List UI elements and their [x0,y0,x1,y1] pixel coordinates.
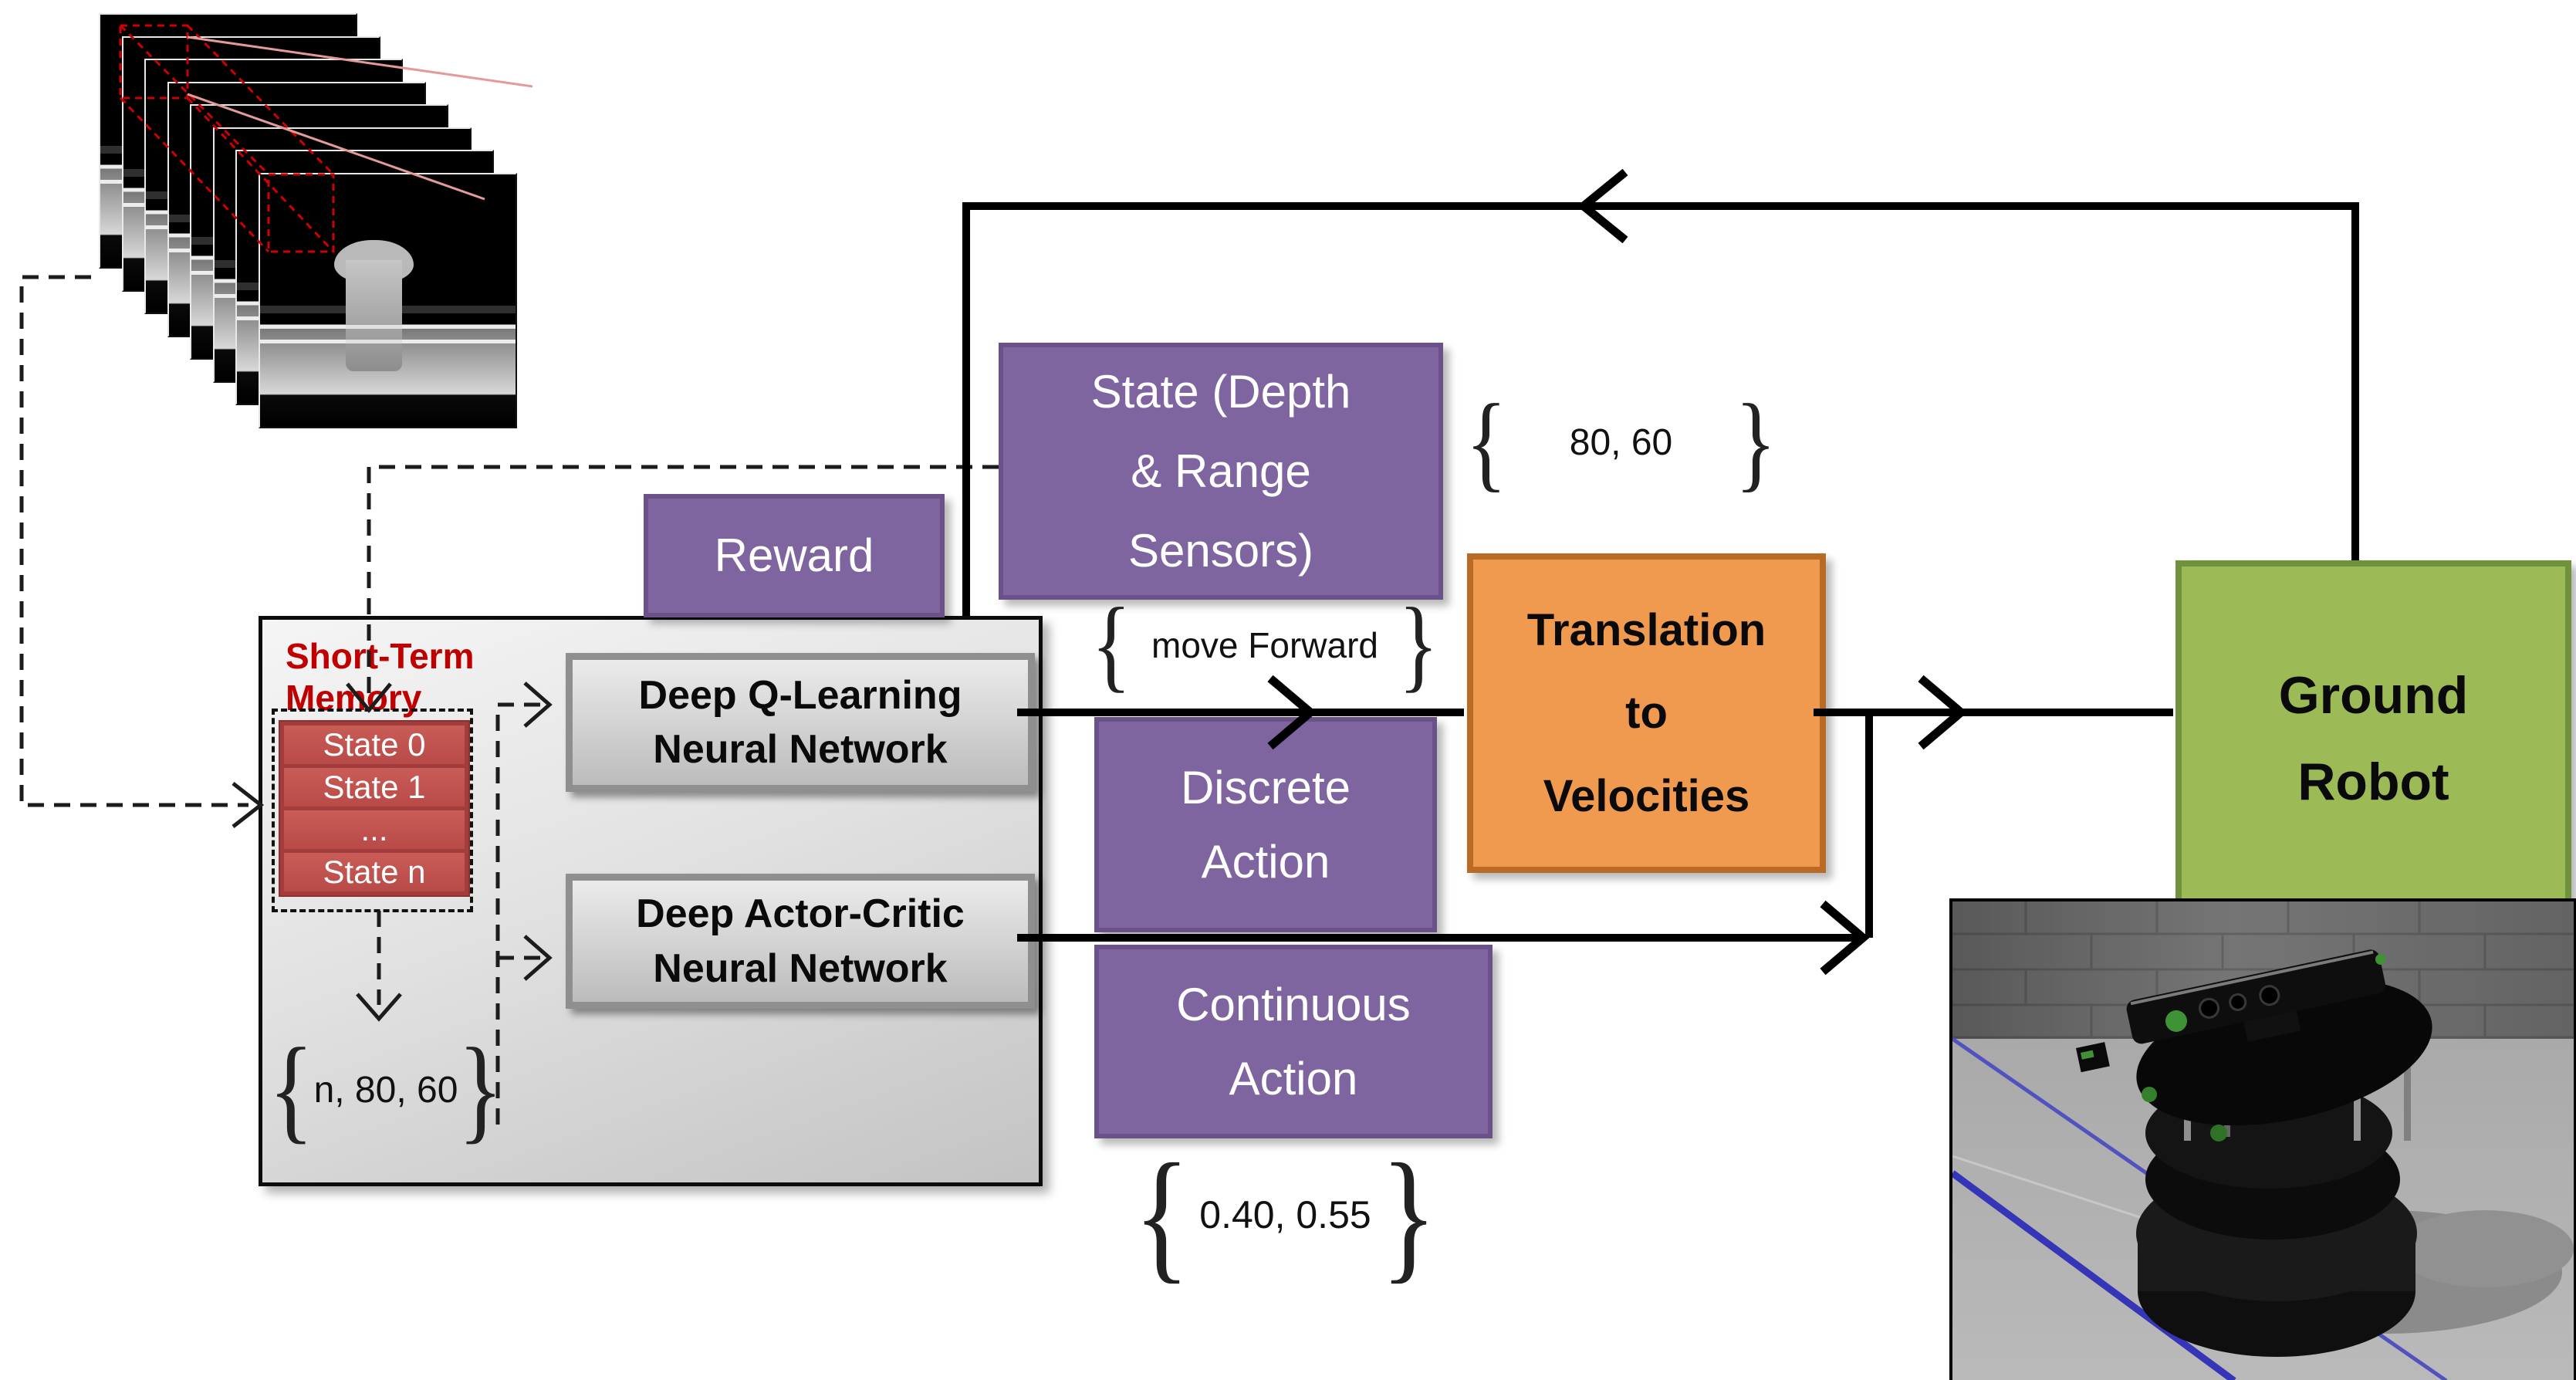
state-label-line3: Sensors) [1127,525,1314,577]
discrete-example-annotation: { move Forward } [1091,587,1438,702]
turtlebot [2076,949,2432,1357]
dashed-arrowhead [232,782,265,828]
state-cell: ... [284,810,465,849]
discrete-action-box: Discrete Action [1094,717,1437,932]
depth-scanline [260,324,516,329]
arrowhead-right [1918,675,1968,750]
arrowhead-left [1577,168,1628,244]
depth-frame-front [259,173,517,428]
state-label-line1: State (Depth [1090,365,1351,418]
curly-brace-open: { [269,1024,314,1155]
laser-ray [1952,1170,2236,1380]
depth-scanline [260,340,516,344]
kinect-sensor [2126,949,2385,1044]
continuous-label-line2: Action [1229,1052,1358,1104]
curly-brace-close: } [1398,587,1438,702]
agent-panel: Short-Term Memory State 0 State 1 ... St… [259,616,1043,1186]
continuous-label-line1: Continuous [1176,978,1411,1030]
ground-robot-line1: Ground [2278,665,2469,725]
memory-shape-annotation: { n, 80, 60 } [269,1024,503,1155]
state-cell: State n [284,853,465,891]
reward-label: Reward [714,529,874,581]
curly-brace-close: } [1381,1134,1437,1296]
curly-brace-close: } [1735,382,1776,502]
depth-object-body [345,260,402,372]
discrete-label-line1: Discrete [1180,761,1351,813]
curly-brace-open: { [1134,1134,1190,1296]
dac-label-line1: Deep Actor-Critic [636,891,965,937]
continuous-example-value: 0.40, 0.55 [1199,1193,1371,1236]
robot-photo-graphic [1952,901,2574,1380]
discrete-label-line2: Action [1201,835,1330,888]
continuous-action-box: Continuous Action [1094,945,1493,1138]
state-shape-annotation: { 80, 60 } [1465,382,1776,502]
translation-line3: Velocities [1543,770,1750,821]
arrowhead-right [1820,900,1870,976]
translation-line1: Translation [1526,605,1766,656]
dqn-label-line1: Deep Q-Learning [638,672,962,718]
translation-line2: to [1625,688,1668,739]
translation-box: Translation to Velocities [1467,553,1826,873]
dac-label-line2: Neural Network [653,945,948,991]
state-cell: State 0 [284,726,465,764]
deep-actor-critic-box: Deep Actor-Critic Neural Network [566,874,1035,1009]
state-shape-value: 80, 60 [1569,421,1673,463]
depth-image-stack [0,0,540,463]
curly-brace-close: } [458,1024,503,1155]
dqn-label-line2: Neural Network [653,727,948,772]
continuous-example-annotation: { 0.40, 0.55 } [1134,1134,1437,1296]
robot-shadow [2396,1210,2574,1287]
ground-robot-box: Ground Robot [2175,560,2571,917]
state-stack: State 0 State 1 ... State n [279,720,470,897]
discrete-example-value: move Forward [1151,625,1378,665]
state-cell: State 1 [284,768,465,807]
state-sensors-box: State (Depth & Range Sensors) [999,343,1443,600]
reward-box: Reward [644,494,945,617]
curly-brace-open: { [1465,382,1507,502]
deep-q-learning-box: Deep Q-Learning Neural Network [566,653,1035,792]
memory-shape-value: n, 80, 60 [313,1069,458,1111]
state-label-line2: & Range [1131,445,1311,497]
short-term-memory-title: Short-Term Memory [286,636,475,719]
curly-brace-open: { [1091,587,1131,702]
robot-simulation-photo [1949,898,2576,1380]
ground-robot-line2: Robot [2297,753,2449,811]
